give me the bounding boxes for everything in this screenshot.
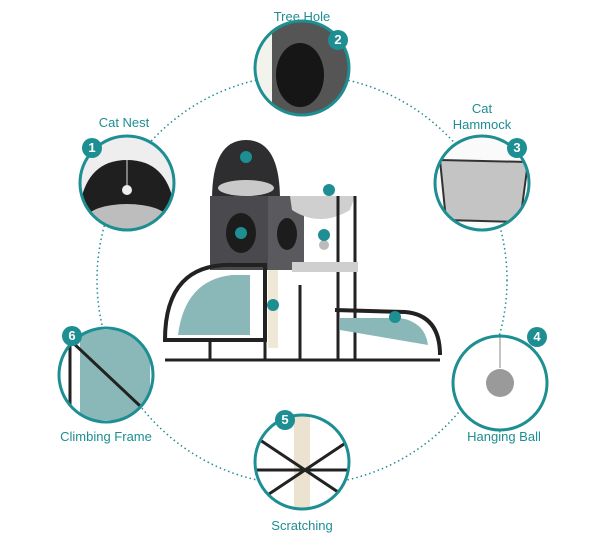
badge-4-number: 4 bbox=[533, 329, 541, 344]
badge-5-number: 5 bbox=[281, 412, 289, 427]
cat-nest-detail bbox=[78, 134, 176, 232]
product-badge-1 bbox=[240, 151, 252, 163]
product-badge-6 bbox=[389, 311, 401, 323]
hanging-ball-detail bbox=[451, 334, 549, 432]
product-badge-4 bbox=[318, 229, 330, 241]
label-scratching: Scratching bbox=[271, 518, 333, 533]
product-badge-5 bbox=[267, 299, 279, 311]
badge-3-number: 3 bbox=[513, 140, 521, 155]
label-cat-hammock-line1: Cat bbox=[471, 101, 493, 116]
badge-2-number: 2 bbox=[334, 32, 342, 47]
label-cat-nest: Cat Nest bbox=[98, 115, 150, 130]
badge-4 bbox=[527, 327, 547, 347]
label-climbing-frame: Climbing Frame bbox=[60, 429, 152, 444]
badge-1-number: 1 bbox=[88, 140, 96, 155]
climbing-frame-detail bbox=[57, 326, 155, 424]
badge-6-number: 6 bbox=[68, 328, 76, 343]
badge-3 bbox=[507, 138, 527, 158]
badge-5 bbox=[275, 410, 295, 430]
scratching-detail bbox=[253, 413, 351, 511]
badge-6 bbox=[62, 326, 82, 346]
dotted-ring bbox=[96, 74, 508, 486]
badge-2 bbox=[328, 30, 348, 50]
label-cat-hammock-line2: Hammock bbox=[452, 117, 512, 132]
product-badge-3 bbox=[323, 184, 335, 196]
label-tree-hole: Tree Hole bbox=[273, 9, 331, 24]
product-badge-2 bbox=[235, 227, 247, 239]
cat-tree-product bbox=[162, 140, 442, 362]
label-hanging-ball: Hanging Ball bbox=[467, 429, 541, 444]
badge-1 bbox=[82, 138, 102, 158]
